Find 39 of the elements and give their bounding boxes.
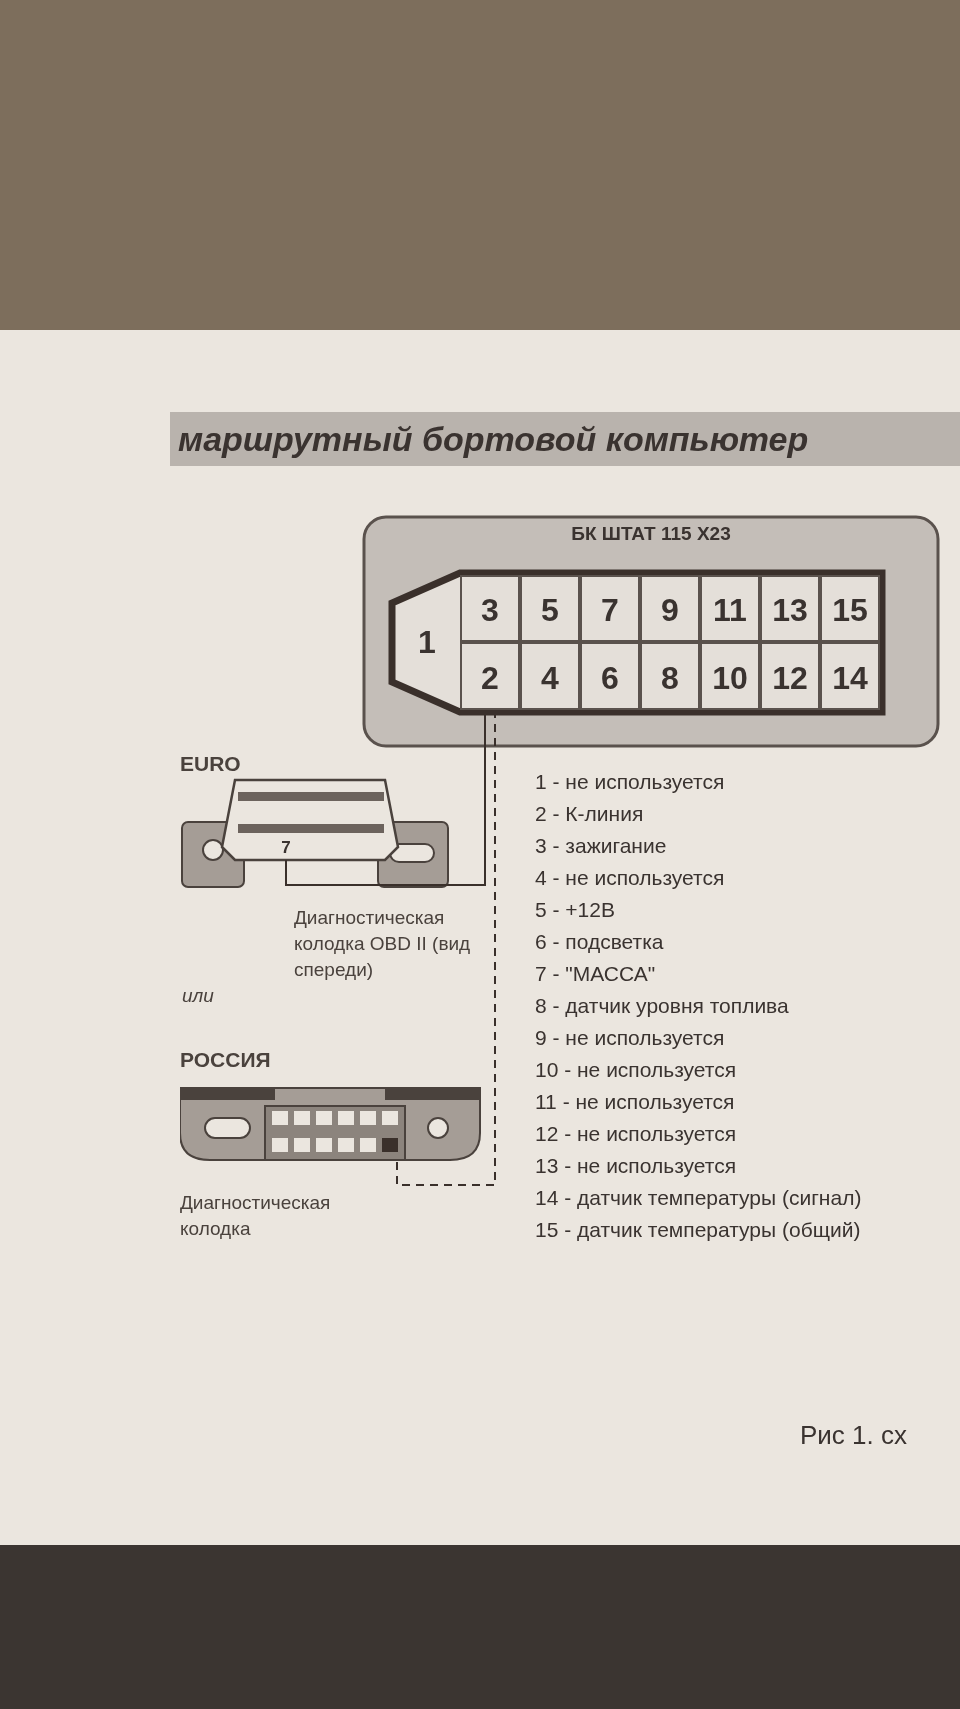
pin-description: 15 - датчик температуры (общий) [535,1218,861,1242]
pin-description: 3 - зажигание [535,834,667,858]
pin-cell: 7 [580,575,640,642]
pin-description: 12 - не используется [535,1122,737,1146]
pin-number: 1 [396,577,458,708]
pin-cell: 15 [820,575,880,642]
pin-cell: 2 [460,642,520,710]
connector-heading: РОССИЯ [180,1048,271,1072]
figure-caption: Рис 1. сх [800,1420,907,1451]
pin-description: 7 - "МАССА" [535,962,656,986]
pin-cell: 10 [700,642,760,710]
pin-cell: 6 [580,642,640,710]
pin-description: 6 - подсветка [535,930,664,954]
pin-cell: 12 [760,642,820,710]
pin-description: 4 - не используется [535,866,725,890]
title-banner: маршрутный бортовой компьютер [170,412,960,466]
pin-cell: 3 [460,575,520,642]
pin-number: 7 [277,836,295,860]
pin-description: 11 - не используется [535,1090,735,1114]
connector-label: БК ШТАТ 115 Х23 [570,523,732,545]
connector-heading: EURO [180,752,241,776]
pin-cell: 11 [700,575,760,642]
pin-cell: 13 [760,575,820,642]
separator-word: или [182,985,214,1007]
pin-cell: 14 [820,642,880,710]
connector-caption: Диагностическая колодка [180,1191,332,1241]
pin-description: 10 - не используется [535,1058,737,1082]
pin-cell: 4 [520,642,580,710]
pin-cell: 8 [640,642,700,710]
pin-cell: 5 [520,575,580,642]
pin-description: 5 - +12В [535,898,615,922]
pin-description: 13 - не используется [535,1154,737,1178]
pin-description: 1 - не используется [535,770,725,794]
pin-description: 2 - К-линия [535,802,644,826]
pin-description: 9 - не используется [535,1026,725,1050]
pin-description: 8 - датчик уровня топлива [535,994,789,1018]
connector-caption: Диагностическая колодка OBD II (вид спереди) [294,906,472,982]
pin-cell: 9 [640,575,700,642]
pin-description: 14 - датчик температуры (сигнал) [535,1186,862,1210]
